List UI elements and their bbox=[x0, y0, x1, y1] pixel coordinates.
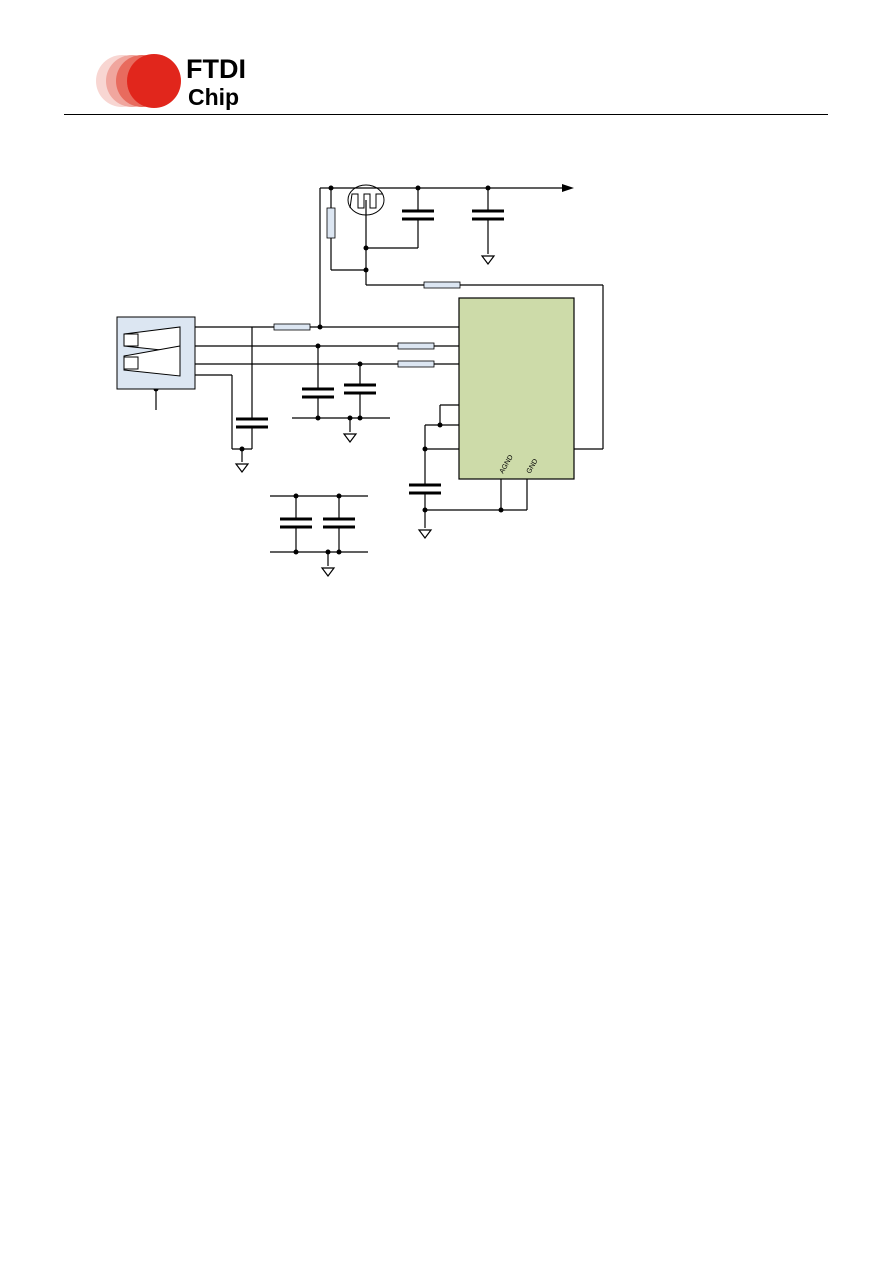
header-divider bbox=[64, 114, 828, 115]
wires bbox=[155, 187, 604, 566]
logo-text-ftdi: FTDI bbox=[186, 54, 246, 84]
schematic-diagram: AGND GND bbox=[116, 184, 604, 577]
resistors bbox=[273, 207, 461, 368]
ic-chip: AGND GND bbox=[458, 297, 575, 480]
ground-symbols bbox=[234, 255, 496, 577]
polyfuse-symbol bbox=[347, 184, 385, 216]
capacitors bbox=[236, 209, 504, 529]
logo-rings bbox=[96, 54, 181, 108]
ftdi-chip-logo: FTDI Chip bbox=[96, 54, 246, 110]
supply-arrow bbox=[562, 184, 574, 192]
usb-connector bbox=[116, 316, 196, 390]
junction-dots bbox=[153, 185, 504, 555]
logo-text-chip: Chip bbox=[188, 84, 239, 110]
